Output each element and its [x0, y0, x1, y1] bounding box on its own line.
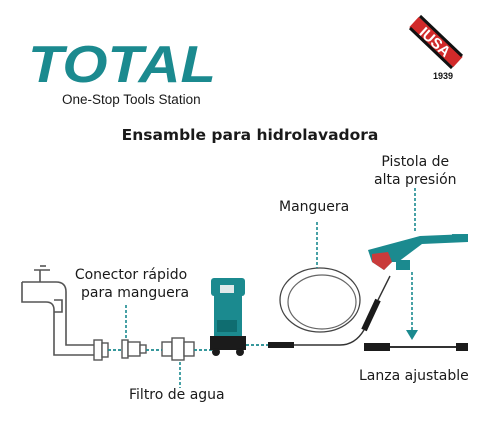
quick-connector-icon	[121, 339, 147, 359]
connector-label-line2: para manguera	[81, 285, 190, 301]
gun-label-line1: Pistola de	[381, 154, 450, 170]
badge-year: 1939	[433, 71, 454, 81]
faucet-icon	[21, 265, 96, 356]
connector-label-line1: Conector rápido	[74, 267, 188, 283]
gun-label-line2: alta presión	[374, 172, 457, 188]
lance-icon	[364, 343, 468, 351]
svg-text:TOTAL: TOTAL	[28, 40, 216, 90]
water-filter-icon	[161, 337, 195, 361]
label-connector: Conector rápido para manguera	[73, 266, 189, 302]
hose-fitting-icon	[93, 339, 109, 361]
label-filter: Filtro de agua	[129, 387, 225, 403]
label-lance: Lanza ajustable	[359, 368, 469, 384]
label-gun: Pistola de alta presión	[374, 153, 457, 189]
hose-icon	[268, 267, 391, 348]
iusa-badge-icon: IUSA	[408, 14, 464, 70]
spray-gun-icon	[368, 234, 468, 270]
label-hose: Manguera	[279, 199, 350, 215]
pressure-washer-icon	[210, 278, 246, 356]
brand-tagline: One-Stop Tools Station	[62, 92, 201, 107]
total-logo: TOTAL	[28, 40, 216, 90]
page-title: Ensamble para hidrolavadora	[121, 126, 379, 144]
